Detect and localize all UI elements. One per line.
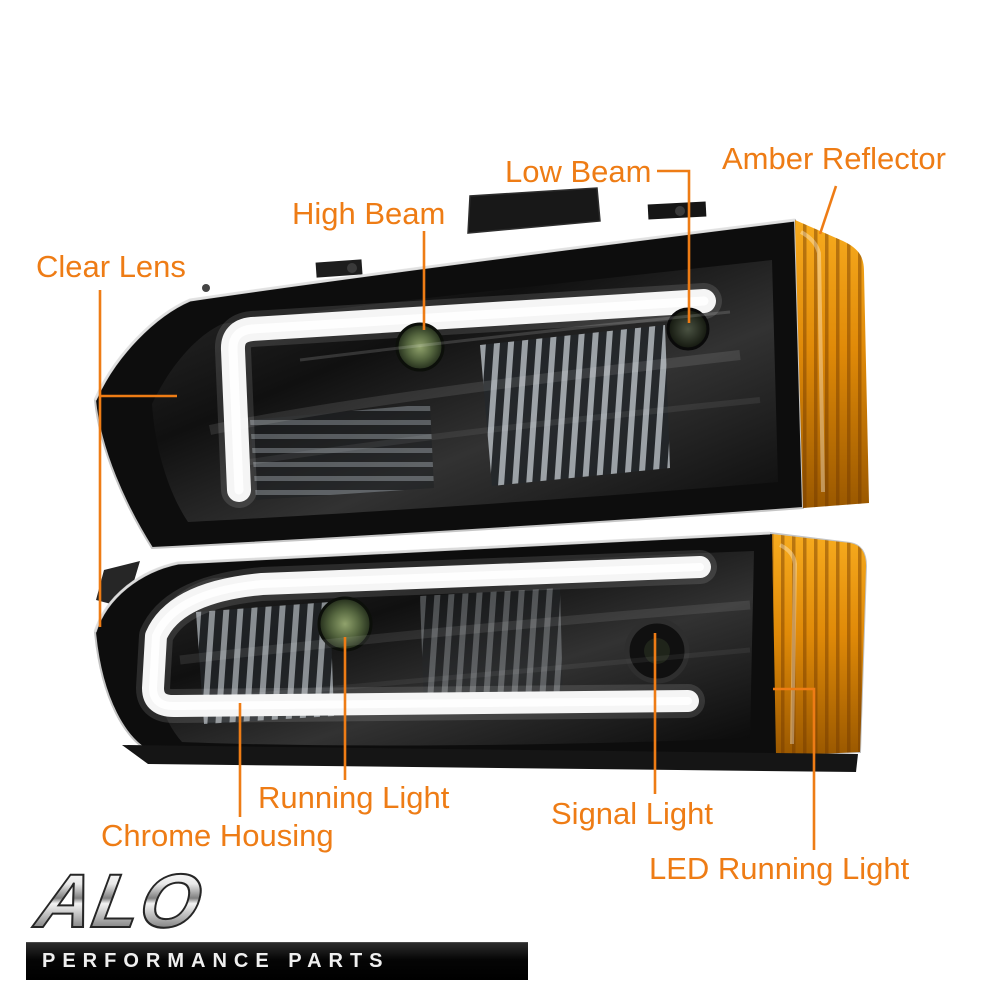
- leader-line-amber-reflector: [818, 185, 838, 235]
- brand-logo-tagline: PERFORMANCE PARTS: [42, 950, 390, 972]
- label-running-light: Running Light: [258, 780, 450, 815]
- label-chrome-housing: Chrome Housing: [101, 818, 334, 853]
- brand-logo-text: ALO: [19, 858, 210, 945]
- label-signal-light: Signal Light: [551, 796, 714, 831]
- brand-logo: ALO PERFORMANCE PARTS: [26, 858, 546, 980]
- leader-line-led-running-light: [773, 687, 816, 850]
- headlight-upper: [93, 187, 869, 550]
- headlight-lower: [93, 531, 868, 772]
- label-low-beam: Low Beam: [505, 154, 652, 189]
- high-beam-bulb: [395, 322, 445, 372]
- label-clear-lens: Clear Lens: [36, 249, 186, 284]
- leader-line-clear-lens: [98, 290, 177, 627]
- label-high-beam: High Beam: [292, 196, 446, 231]
- leader-lines: [98, 169, 838, 850]
- brand-logo-banner: PERFORMANCE PARTS: [26, 942, 528, 980]
- leader-line-low-beam: [657, 169, 691, 323]
- label-amber-reflector: Amber Reflector: [722, 141, 946, 176]
- label-led-running-light: LED Running Light: [649, 851, 910, 886]
